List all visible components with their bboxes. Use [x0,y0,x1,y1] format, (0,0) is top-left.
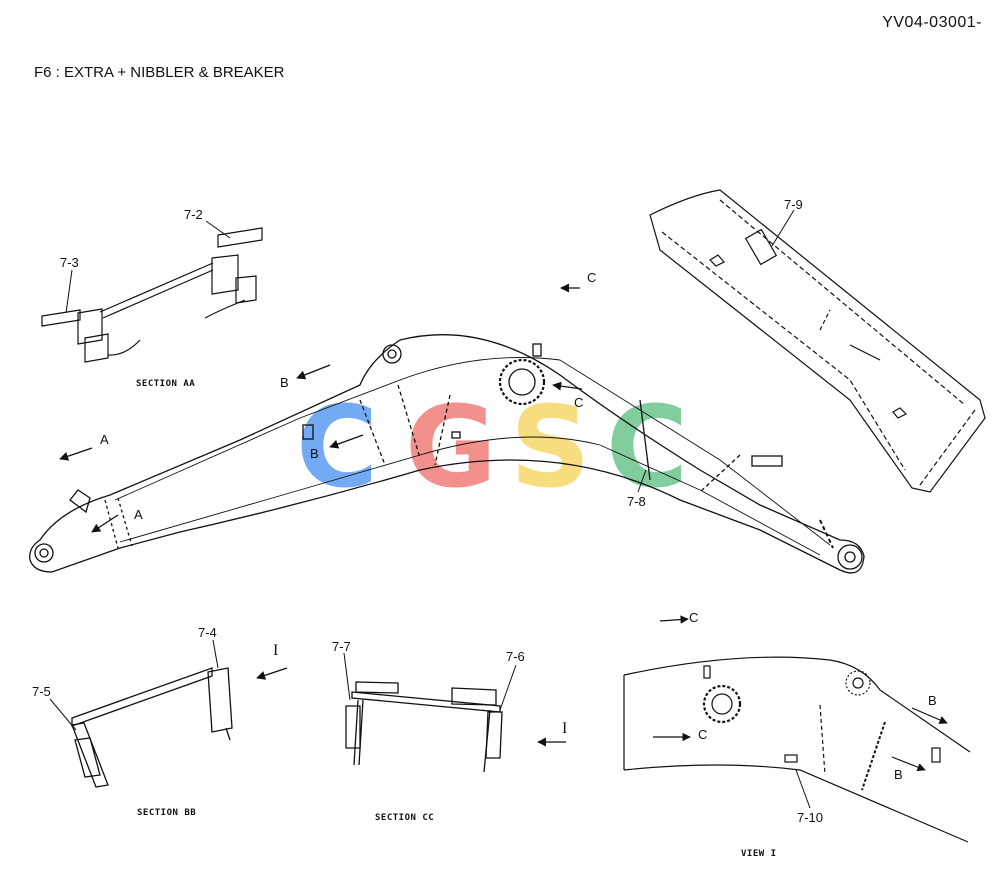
view-marker-c: C [574,395,584,410]
view-marker-i: I [562,720,568,737]
view-marker-b: B [894,767,903,782]
callout-7-10: 7-10 [797,810,824,825]
section-cc-sketch [345,681,566,773]
watermark-letter: G [405,383,497,513]
view-marker-a: A [134,507,143,522]
callout-7-6: 7-6 [506,649,525,664]
boom-view-arrows [59,283,583,533]
section-aa-sketch [41,227,263,363]
callout-7-7: 7-7 [332,639,351,654]
view-marker-c: C [587,270,597,285]
view-marker-b: B [280,375,289,390]
callout-7-9: 7-9 [784,197,803,212]
view-marker-b: B [928,693,937,708]
view-marker-c: C [689,610,699,625]
watermark-letter: C [606,383,688,513]
callout-7-5: 7-5 [32,684,51,699]
section-aa-label: SECTION AA [136,379,196,389]
callout-7-2: 7-2 [184,207,203,222]
view-marker-c: C [698,727,708,742]
view-i-label: VIEW I [741,849,777,859]
section-cc-label: SECTION CC [375,813,435,823]
main-boom [29,334,865,574]
view-marker-i: I [273,642,279,659]
arm-sketch [649,189,986,493]
view-marker-a: A [100,432,109,447]
callout-7-3: 7-3 [60,255,79,270]
callout-7-8: 7-8 [627,494,646,509]
callout-7-4: 7-4 [198,625,217,640]
section-bb-sketch [71,667,288,788]
document-id: YV04-03001- [882,14,982,31]
section-bb-label: SECTION BB [137,808,197,818]
view-i-sketch [623,615,971,843]
drawing-title: F6 : EXTRA + NIBBLER & BREAKER [34,64,285,81]
view-marker-b: B [310,446,319,461]
callout-leaders [49,209,811,809]
watermark: C G S C [296,383,688,513]
